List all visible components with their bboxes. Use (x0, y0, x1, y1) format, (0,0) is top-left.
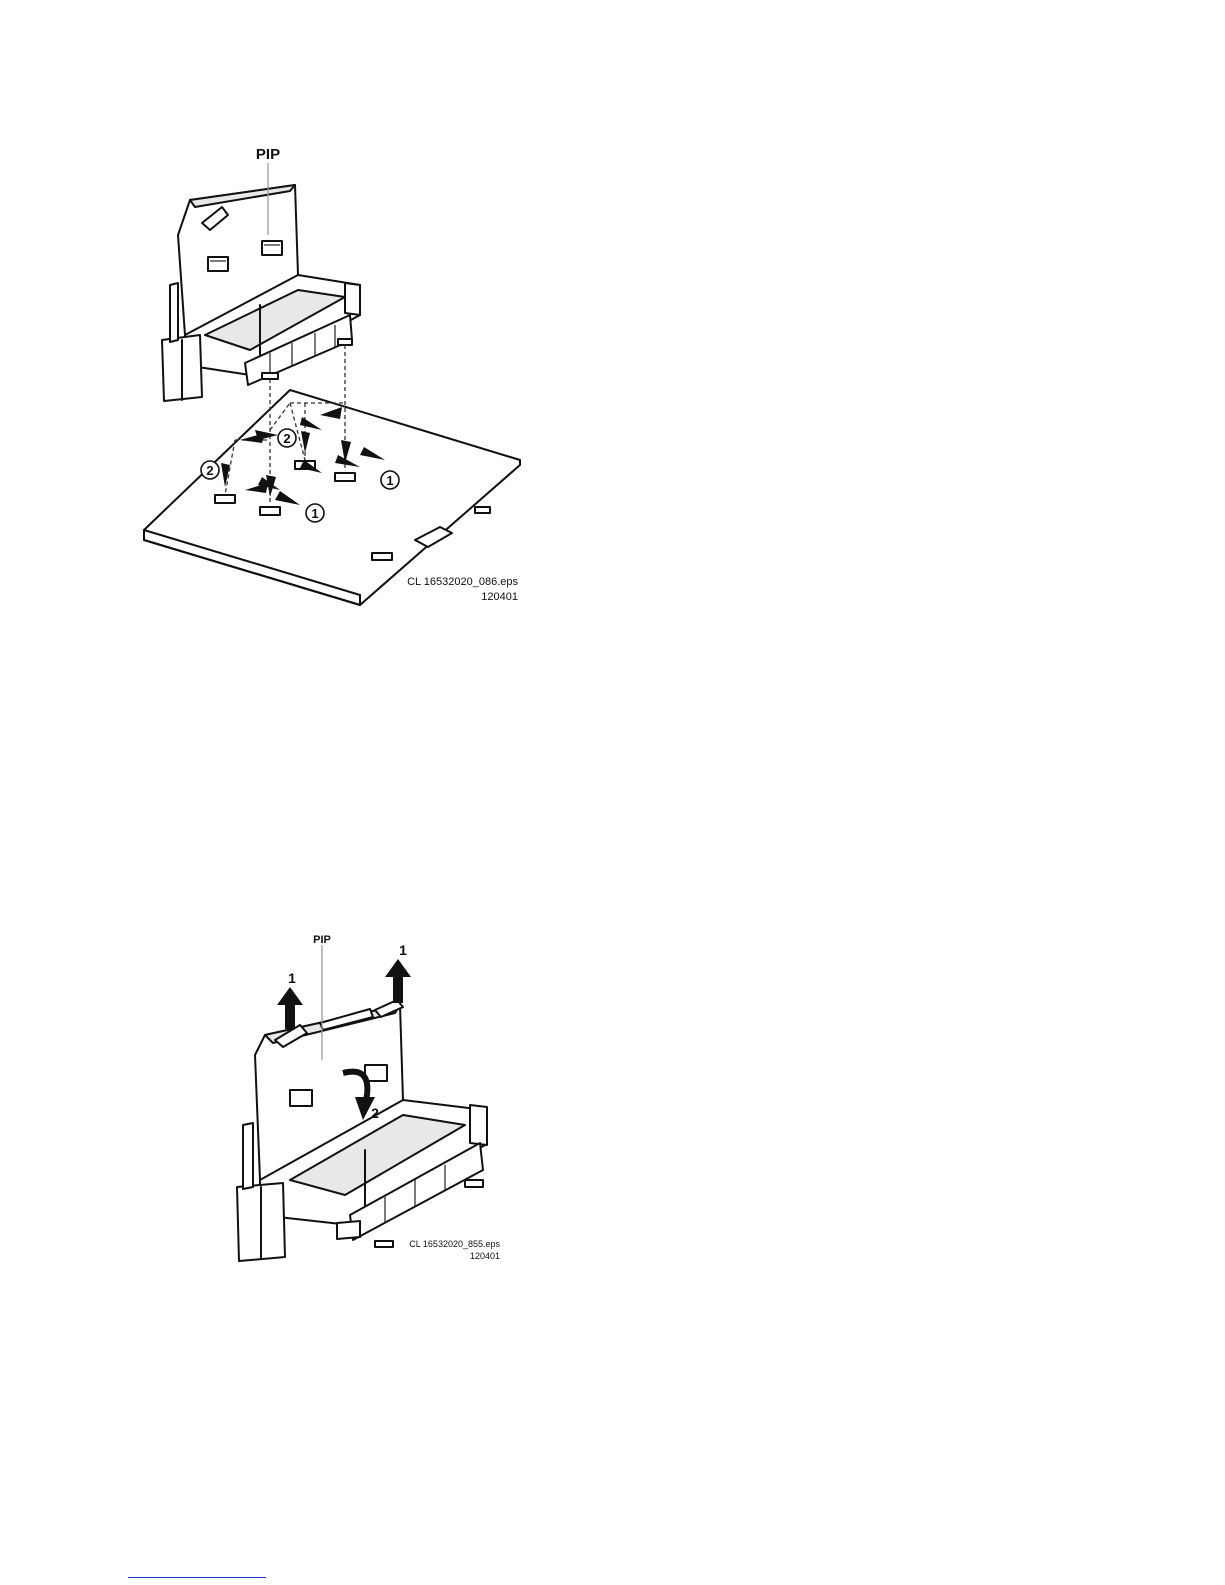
lift-arrow-right (385, 959, 411, 1003)
pip-unit-removal (237, 1000, 487, 1261)
callout-1-right: 1 (399, 942, 407, 958)
callout-1a: 1 (381, 471, 399, 489)
callout-1b: 1 (306, 504, 324, 522)
callout-2b: 2 (278, 429, 296, 447)
svg-text:1: 1 (311, 506, 318, 521)
figure-caption-date-2: 120401 (470, 1251, 500, 1261)
footer-link-underline (128, 1577, 266, 1578)
figure-pip-install: 2 2 1 1 PIP CL 16532020_086.eps 120401 (130, 135, 530, 615)
pip-install-drawing: 2 2 1 1 PIP CL 16532020_086.eps 120401 (130, 135, 530, 615)
svg-text:1: 1 (386, 473, 393, 488)
svg-text:2: 2 (206, 463, 213, 478)
figure-pip-removal: 1 1 2 PIP CL 16532020_855.eps 120401 (225, 925, 515, 1280)
pip-label-2: PIP (313, 934, 331, 946)
callout-2a: 2 (201, 461, 219, 479)
callout-1-left: 1 (288, 970, 296, 986)
base-plate (144, 390, 520, 605)
svg-text:2: 2 (283, 431, 290, 446)
lift-arrow-left (277, 987, 303, 1029)
pip-unit (162, 185, 360, 401)
figure-caption-filename: CL 16532020_086.eps (407, 576, 518, 588)
figure-caption-date: 120401 (481, 591, 518, 603)
pip-label: PIP (256, 146, 280, 163)
figure-caption-filename-2: CL 16532020_855.eps (409, 1239, 500, 1249)
callout-2: 2 (371, 1105, 379, 1121)
pip-removal-drawing: 1 1 2 PIP CL 16532020_855.eps 120401 (225, 925, 515, 1280)
